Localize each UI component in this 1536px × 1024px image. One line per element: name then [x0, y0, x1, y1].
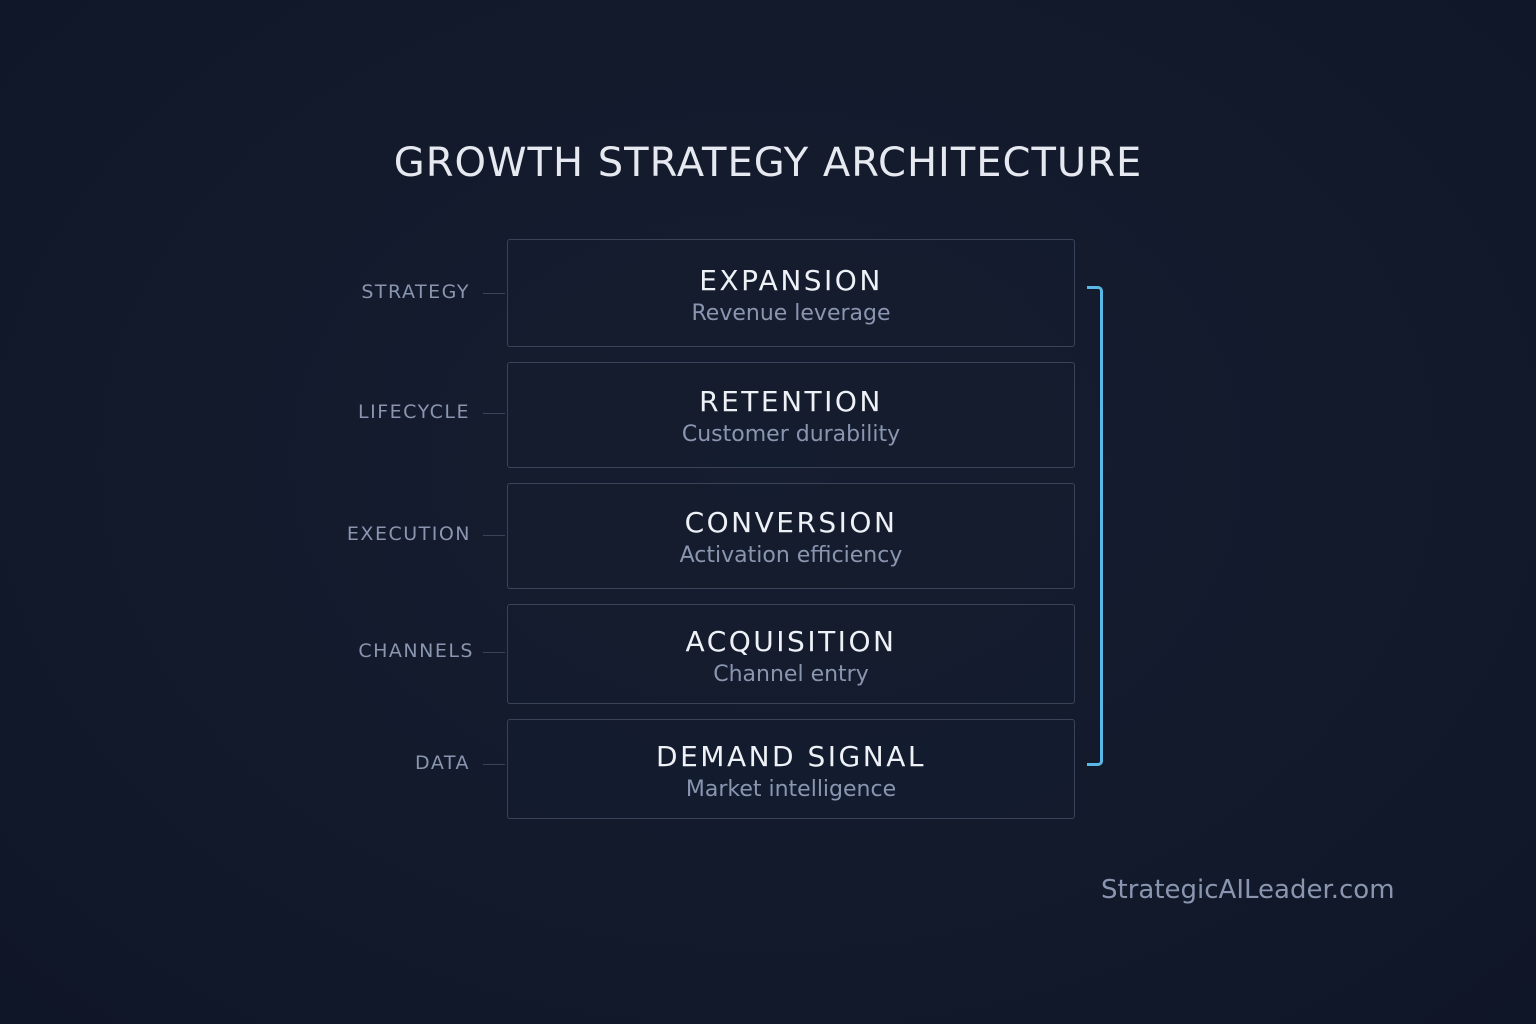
connector-line: [483, 652, 505, 653]
layer-subtitle: Activation efficiency: [679, 543, 903, 568]
layer-subtitle: Market intelligence: [685, 777, 897, 802]
layer-subtitle: Customer durability: [681, 422, 901, 447]
layer-name: DEMAND SIGNAL: [656, 740, 926, 773]
connector-line: [483, 293, 505, 294]
diagram-title: GROWTH STRATEGY ARCHITECTURE: [393, 140, 1143, 186]
layer-subtitle: Revenue leverage: [691, 301, 891, 326]
layer-box-demand-signal: DEMAND SIGNAL Market intelligence: [507, 719, 1075, 819]
layer-label-lifecycle: LIFECYCLE: [358, 401, 470, 423]
layer-box-acquisition: ACQUISITION Channel entry: [507, 604, 1075, 704]
layer-name: RETENTION: [699, 385, 883, 418]
footer-watermark: StrategicAILeader.com: [1101, 875, 1395, 905]
grouping-bracket: [1087, 286, 1103, 766]
layer-label-strategy: STRATEGY: [361, 281, 470, 303]
connector-line: [483, 764, 505, 765]
layer-box-retention: RETENTION Customer durability: [507, 362, 1075, 468]
connector-line: [483, 413, 505, 414]
layer-name: ACQUISITION: [685, 625, 897, 658]
layer-label-execution: EXECUTION: [346, 523, 471, 545]
layer-box-conversion: CONVERSION Activation efficiency: [507, 483, 1075, 589]
layer-box-expansion: EXPANSION Revenue leverage: [507, 239, 1075, 347]
layer-label-data: DATA: [415, 752, 470, 774]
layer-name: EXPANSION: [699, 264, 883, 297]
layer-name: CONVERSION: [684, 506, 898, 539]
layer-label-channels: CHANNELS: [358, 640, 474, 662]
layer-subtitle: Channel entry: [713, 662, 869, 687]
connector-line: [483, 535, 505, 536]
